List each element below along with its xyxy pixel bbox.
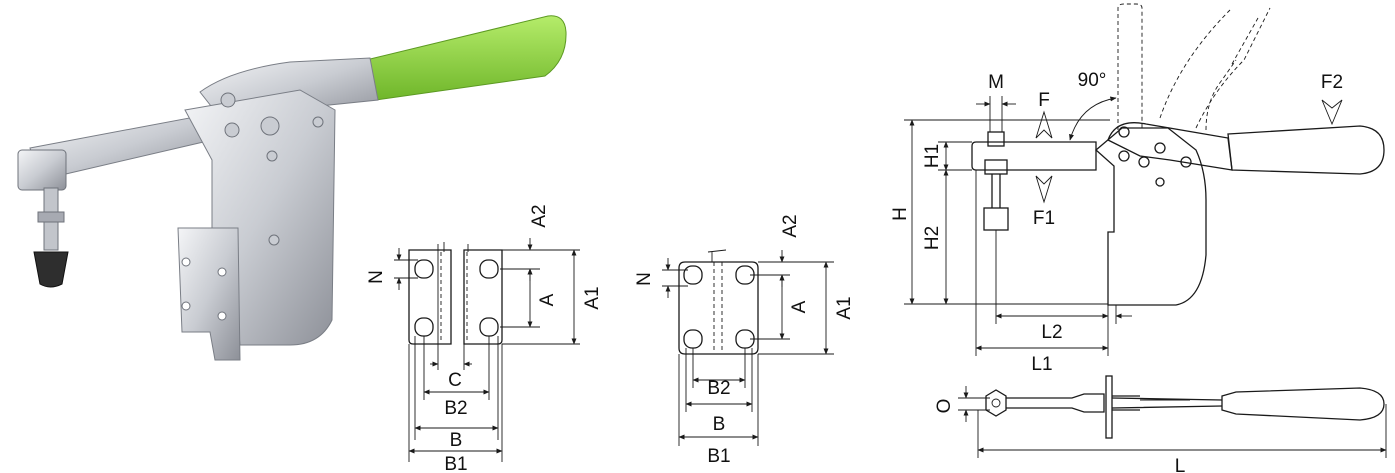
mount-view-2: N A2 A A1 B2 B B1 [634,214,855,467]
n-label-1: N [366,270,387,284]
f-label: F [1038,90,1050,111]
mount-view-1: N A2 A A1 C B2 B B1 [366,204,603,473]
a1-label-1: A1 [582,286,603,309]
spindle-block [17,149,67,191]
base-flange [177,227,241,361]
toggle-clamp-photo [17,15,567,361]
n-label-2: N [634,272,655,286]
m-label: M [988,72,1004,93]
b2-label-1: B2 [444,398,467,419]
a-label-1: A [537,293,558,306]
l1-label: L1 [1031,354,1052,375]
top-view: O L [934,375,1387,473]
a1-label-2: A1 [834,296,855,319]
a2-label-1: A2 [529,204,550,227]
l2-label: L2 [1041,322,1062,343]
h-label: H [890,207,911,221]
b1-label-1: B1 [444,454,467,473]
side-view: M 90° F F1 F2 H H1 H2 L2 L1 [890,3,1385,375]
green-grip [365,15,567,101]
c-label: C [448,370,462,391]
b1-label-2: B1 [707,446,730,467]
rubber-tip [33,251,69,288]
b-label-1: B [450,430,463,451]
angle-label: 90° [1078,70,1107,91]
a2-label-2: A2 [780,214,801,237]
l-label: L [1175,456,1186,473]
f2-label: F2 [1321,72,1343,93]
b-label-2: B [713,414,726,435]
h1-label: H1 [922,144,943,168]
a-label-2: A [789,300,810,313]
o-label: O [934,399,955,414]
h2-label: H2 [922,226,943,250]
b2-label-2: B2 [707,378,730,399]
f1-label: F1 [1033,208,1055,229]
